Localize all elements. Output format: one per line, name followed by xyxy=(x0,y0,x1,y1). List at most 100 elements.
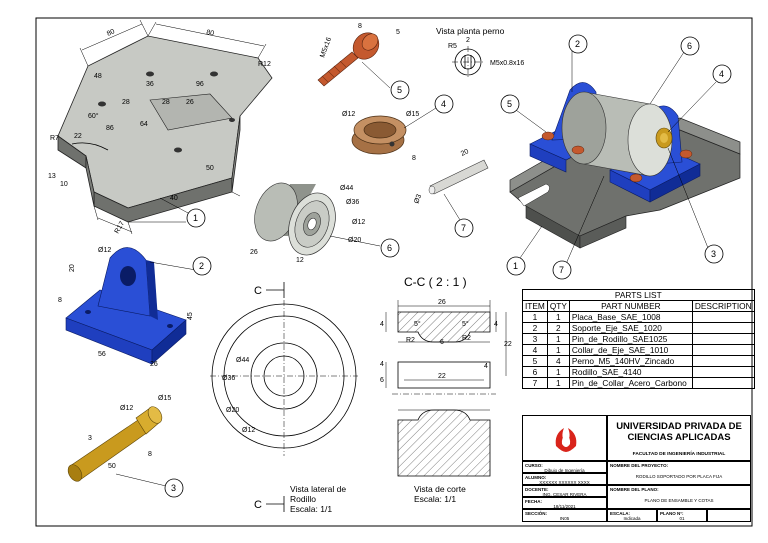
fecha-cell: FECHA:18/11/2021 xyxy=(522,497,607,509)
curso-cell: CURSO:Dibujo de Ingeniería xyxy=(522,461,607,473)
svg-text:48: 48 xyxy=(94,73,102,80)
svg-text:10: 10 xyxy=(60,181,68,188)
balloon-5-assembly xyxy=(500,94,520,114)
parts-list-header: ITEM QTY PART NUMBER DESCRIPTION xyxy=(522,300,755,312)
svg-text:2: 2 xyxy=(466,37,470,44)
logo-cell xyxy=(522,415,607,461)
seccion-cell: SECCIÓN:IN05 xyxy=(522,509,607,522)
row-qty: 1 xyxy=(546,344,570,356)
proyecto-cell: NOMBRE DEL PROYECTO:RODILLO SOPORTADO PO… xyxy=(607,461,751,485)
side-view-title-2: Rodillo xyxy=(290,494,316,504)
svg-text:86: 86 xyxy=(106,125,114,132)
balloon-6-assembly xyxy=(680,36,700,56)
pin-view-title: Vista planta perno xyxy=(436,26,505,36)
svg-text:R12: R12 xyxy=(258,61,271,68)
svg-text:22: 22 xyxy=(74,133,82,140)
bolt-iso xyxy=(317,32,380,87)
docente-cell: DOCENTE:ING. CESAR RIVERA xyxy=(522,485,607,497)
row-part: Soporte_Eje_SAE_1020 xyxy=(568,322,693,334)
svg-text:Ø20: Ø20 xyxy=(348,237,361,244)
svg-text:20: 20 xyxy=(69,264,76,272)
side-view-title: Vista lateral de xyxy=(290,484,346,494)
row-part: Rodillo_SAE_4140 xyxy=(568,366,693,378)
section-title: C-C ( 2 : 1 ) xyxy=(404,275,467,289)
escala-cell: ESCALA:Indicada xyxy=(607,509,657,522)
university-name-2: CIENCIAS APLICADAS xyxy=(627,432,731,443)
svg-text:Ø12: Ø12 xyxy=(120,405,133,412)
svg-text:Ø44: Ø44 xyxy=(236,357,249,364)
row-part: Pin_de_Collar_Acero_Carbono xyxy=(568,377,693,389)
svg-text:6: 6 xyxy=(380,377,384,384)
parts-list-table: PARTS LIST ITEM QTY PART NUMBER DESCRIPT… xyxy=(522,289,755,389)
row-item: 7 xyxy=(522,377,548,389)
row-qty: 1 xyxy=(546,333,570,345)
svg-text:R7: R7 xyxy=(50,135,59,142)
balloon-1-assembly xyxy=(506,256,526,276)
balloon-4-assembly-label: 4 xyxy=(719,69,724,79)
svg-text:Ø12: Ø12 xyxy=(352,219,365,226)
svg-text:Ø12: Ø12 xyxy=(98,247,111,254)
svg-text:Ø20: Ø20 xyxy=(226,407,239,414)
svg-text:26: 26 xyxy=(438,299,446,306)
row-qty: 1 xyxy=(546,311,570,323)
svg-text:Ø3: Ø3 xyxy=(413,193,423,204)
balloon-6-roller xyxy=(380,238,400,258)
row-desc xyxy=(691,344,755,356)
row-desc xyxy=(691,355,755,367)
svg-text:20: 20 xyxy=(460,148,470,158)
row-item: 6 xyxy=(522,366,548,378)
svg-text:4: 4 xyxy=(380,361,384,368)
svg-text:8: 8 xyxy=(148,451,152,458)
balloon-1-plate xyxy=(186,208,206,228)
university-name-1: UNIVERSIDAD PRIVADA DE xyxy=(616,421,742,432)
header-qty: QTY xyxy=(546,300,570,312)
svg-text:13: 13 xyxy=(48,173,56,180)
svg-text:Ø15: Ø15 xyxy=(406,111,419,118)
svg-text:4: 4 xyxy=(494,321,498,328)
svg-text:4: 4 xyxy=(484,363,488,370)
university-logo xyxy=(555,428,577,452)
balloon-1-plate-label: 1 xyxy=(193,213,198,223)
svg-text:22: 22 xyxy=(438,373,446,380)
balloon-7-assembly xyxy=(552,260,572,280)
bolt-top-view xyxy=(452,46,484,78)
svg-text:Ø44: Ø44 xyxy=(340,185,353,192)
row-qty: 2 xyxy=(546,322,570,334)
svg-text:56: 56 xyxy=(98,351,106,358)
balloon-2-support-label: 2 xyxy=(199,261,204,271)
faculty-name: FACULTAD DE INGENIERÍA INDUSTRIAL xyxy=(632,452,726,457)
row-desc xyxy=(691,322,755,334)
svg-text:5°: 5° xyxy=(462,320,469,328)
svg-text:5°: 5° xyxy=(414,320,421,328)
section-marker-bottom: C xyxy=(254,499,262,511)
svg-text:8: 8 xyxy=(58,297,62,304)
row-item: 5 xyxy=(522,355,548,367)
row-item: 1 xyxy=(522,311,548,323)
base-plate-iso xyxy=(57,35,273,223)
balloon-3-assembly xyxy=(704,244,724,264)
row-desc xyxy=(691,377,755,389)
row-item: 2 xyxy=(522,322,548,334)
svg-text:36: 36 xyxy=(146,81,154,88)
row-part: Collar_de_Eje_SAE_1010 xyxy=(568,344,693,356)
svg-text:R5: R5 xyxy=(448,43,457,50)
balloon-5-bolt xyxy=(390,80,410,100)
row-item: 3 xyxy=(522,333,548,345)
svg-text:3: 3 xyxy=(88,435,92,442)
collar-pin-iso xyxy=(428,159,489,195)
svg-text:Ø12: Ø12 xyxy=(342,111,355,118)
balloon-3-shaft-label: 3 xyxy=(171,483,176,493)
roller-iso xyxy=(254,182,336,256)
svg-text:12: 12 xyxy=(296,257,304,264)
header-description: DESCRIPTION xyxy=(691,300,755,312)
row-qty: 1 xyxy=(546,377,570,389)
balloon-2-assembly xyxy=(568,34,588,54)
svg-text:40: 40 xyxy=(170,195,178,202)
empty-cell xyxy=(707,509,751,522)
